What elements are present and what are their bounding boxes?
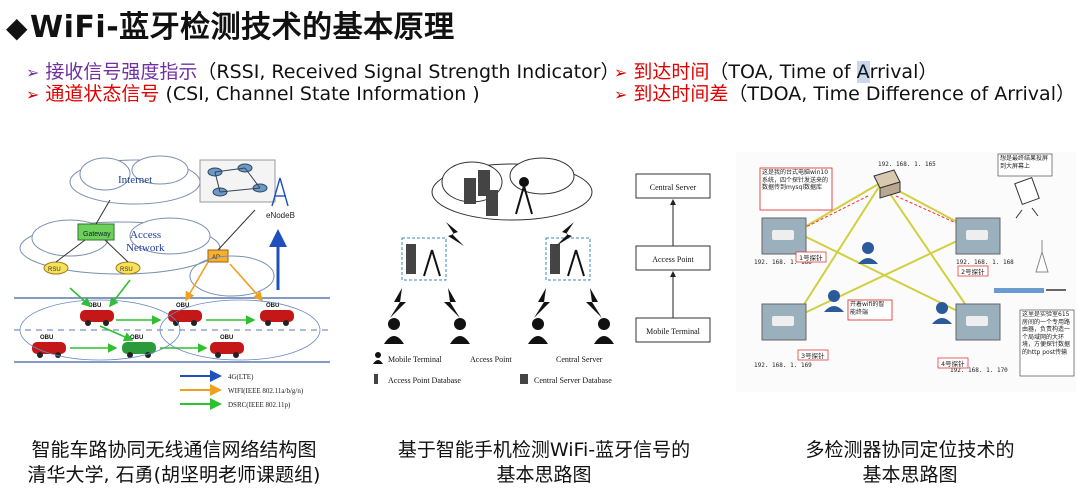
obu-label: OBU	[88, 303, 101, 309]
bullet-keyword: 接收信号强度指示	[45, 61, 198, 83]
note-text: 这是我的台式电脑win10系统，四个探针发送来的数据传到mysql数据库	[762, 169, 829, 191]
obu-label: OBU	[130, 335, 143, 341]
bullet-text: （TOA, Time of	[709, 61, 857, 83]
probe-labels: 1号探针 2号探针 3号探针 4号探针	[795, 251, 989, 369]
legend-item: Mobile Terminal	[388, 355, 443, 364]
internet-cloud	[69, 155, 201, 205]
fig2-legend: Mobile Terminal Access Point Central Ser…	[373, 352, 612, 385]
legend-item: Central Server	[556, 355, 603, 364]
legend-item: WIFI(IEEE 802.11a/b/g/n)	[228, 387, 304, 395]
legend-item: Access Point Database	[388, 376, 461, 385]
arrow-bullet-icon: ➢	[26, 85, 40, 104]
central-tower-icon	[515, 177, 533, 215]
note-text: 开着wifi的智能终端	[850, 301, 885, 316]
flow-label: Access Point	[652, 255, 694, 264]
caption-line: 基本思路图	[862, 464, 958, 486]
legend-item: 4G(LTE)	[228, 373, 254, 381]
ap-label: AP	[212, 255, 220, 261]
obu-label: OBU	[176, 303, 189, 309]
probe-label: 2号探针	[961, 267, 985, 276]
bullet-toa: ➢ 到达时间（TOA, Time of Arrival）	[614, 57, 937, 84]
server-rack-icons	[464, 170, 498, 216]
projector-screen-icon	[1014, 176, 1040, 219]
fig3-multi-detector-diagram: 192. 168. 1. 165 这是我的台式电脑win10系统，四个探针发送来…	[736, 152, 1076, 392]
server-cloud	[431, 157, 593, 221]
diamond-bullet-icon: ◆	[6, 11, 29, 44]
mobile-terminal-person-icons	[384, 318, 614, 344]
enodeb-label: eNodeB	[266, 211, 295, 220]
internet-label: Internet	[118, 174, 152, 186]
bullet-rssi: ➢ 接收信号强度指示（RSSI, Received Signal Strength…	[26, 57, 620, 84]
obu-label: OBU	[40, 335, 53, 341]
bullet-text: （TDOA, Time Difference of Arrival）	[728, 83, 1075, 105]
title-text: WiFi-蓝牙检测技术的基本原理	[30, 10, 455, 45]
bullet-tdoa: ➢ 到达时间差（TDOA, Time Difference of Arrival）	[614, 79, 1075, 106]
desktop-router-icon	[873, 169, 901, 199]
caption-line: 清华大学, 石勇(胡坚明老师课题组)	[27, 464, 321, 486]
flow-mobile-terminal	[635, 317, 711, 343]
obu-label: OBU	[220, 335, 233, 341]
note-text: 想是最终结果投屏到大屏幕上	[1000, 155, 1049, 170]
fig1-legend: 4G(LTE) WIFI(IEEE 802.11a/b/g/n) DSRC(IE…	[180, 370, 304, 410]
enodeb-tower-icon	[271, 177, 289, 207]
core-network-box	[199, 159, 276, 203]
gateway-label: Gateway	[83, 231, 111, 238]
fig1-caption: 智能车路协同无线通信网络结构图 清华大学, 石勇(胡坚明老师课题组)	[14, 438, 334, 488]
ip-label: 192. 168. 1. 165	[878, 161, 936, 168]
bullet-keyword: 到达时间	[633, 61, 710, 83]
bullet-text: （RSSI, Received Signal Strength Indicato…	[197, 61, 620, 83]
access-point-box-left	[401, 237, 447, 281]
ip-label: 192. 168. 1. 169	[754, 362, 812, 369]
probe-label: 1号探针	[799, 253, 823, 262]
flow-label: Central Server	[650, 183, 697, 192]
router-bar	[994, 288, 1044, 293]
fig2-caption: 基于智能手机检测WiFi-蓝牙信号的 基本思路图	[376, 438, 712, 488]
flow-label: Mobile Terminal	[646, 327, 701, 336]
flow-central-server	[635, 173, 711, 199]
legend-item: DSRC(IEEE 802.11p)	[228, 401, 291, 409]
legend-item: Central Server Database	[534, 376, 612, 385]
caption-line: 基本思路图	[496, 464, 592, 486]
lightning-icons	[390, 222, 602, 318]
car-icons	[32, 310, 294, 358]
bullet-keyword: 到达时间差	[633, 83, 729, 105]
probe-label: 3号探针	[801, 351, 825, 360]
fig2-smartphone-detection-diagram: Central Server Access Point Mobile Termi…	[362, 152, 714, 397]
probe-label: 4号探针	[941, 359, 965, 368]
note-text: 这里是实验室615房间的一个专用路由器，负责构造一个局域网的大环境，方便探针数据…	[1022, 311, 1071, 356]
rsu-label: RSU	[120, 267, 133, 273]
arrow-bullet-icon: ➢	[614, 63, 628, 82]
fig3-caption: 多检测器协同定位技术的 基本思路图	[760, 438, 1060, 488]
wifi-antenna-icon	[1035, 240, 1049, 273]
legend-item: Access Point	[470, 355, 512, 364]
obu-label: OBU	[266, 303, 279, 309]
arrow-bullet-icon: ➢	[614, 85, 628, 104]
ip-label: 192. 168. 1. 166	[754, 259, 812, 266]
flow-access-point	[635, 245, 711, 271]
link-line	[95, 199, 111, 225]
rsu-label: RSU	[48, 267, 61, 273]
bullet-keyword: 通道状态信号	[45, 83, 160, 105]
user-phone-icons	[824, 242, 952, 324]
bullet-text-highlight: A	[856, 61, 870, 83]
caption-line: 智能车路协同无线通信网络结构图	[31, 439, 317, 461]
caption-line: 多检测器协同定位技术的	[805, 439, 1015, 461]
arrow-bullet-icon: ➢	[26, 63, 40, 82]
bullet-text: rrival）	[869, 61, 938, 83]
ip-label: 192. 168. 1. 170	[950, 367, 1008, 374]
caption-line: 基于智能手机检测WiFi-蓝牙信号的	[397, 439, 691, 461]
page-title: ◆WiFi-蓝牙检测技术的基本原理	[6, 2, 455, 46]
ip-label: 192. 168. 1. 168	[956, 259, 1014, 266]
bullet-csi: ➢ 通道状态信号 (CSI, Channel State Information …	[26, 79, 480, 106]
bullet-text: (CSI, Channel State Information )	[159, 83, 480, 105]
note-boxes: 这是我的台式电脑win10系统，四个探针发送来的数据传到mysql数据库 想是最…	[759, 153, 1075, 377]
